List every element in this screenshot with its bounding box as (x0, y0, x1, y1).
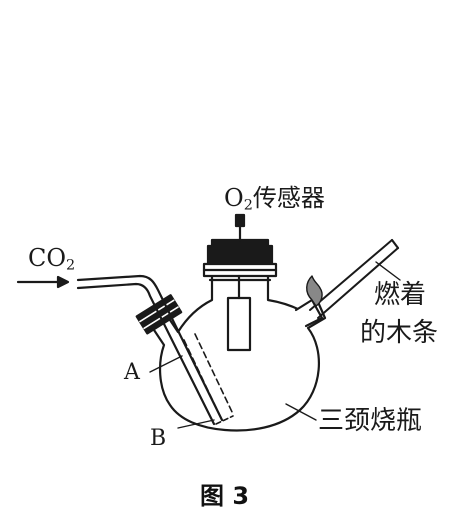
co2-arrow-head (56, 275, 70, 289)
flask-label: 三颈烧瓶 (318, 406, 423, 436)
o2-sub: 2 (243, 197, 253, 214)
leader-a (149, 355, 183, 373)
flame-icon (306, 275, 323, 307)
co2-sub: 2 (66, 257, 76, 274)
o2-sensor-label: O2传感器 (224, 186, 325, 213)
point-b-label: B (150, 426, 167, 451)
o2-main: O (224, 184, 244, 212)
co2-label: CO2 (28, 246, 75, 273)
leader-b (177, 419, 215, 429)
sensor-text: 传感器 (252, 184, 325, 212)
co2-main: CO (28, 244, 67, 272)
dashed-tube (183, 333, 234, 421)
burning-stick (309, 239, 399, 319)
point-a-label: A (124, 360, 140, 385)
stick-label-line1: 燃着 (374, 280, 427, 310)
sensor-probe (226, 296, 252, 352)
figure-caption: 图 3 (200, 482, 250, 510)
co2-inlet-tube (76, 274, 224, 422)
leader-flask (285, 403, 317, 421)
sensor-cable (234, 213, 246, 242)
leader-stick (375, 261, 401, 281)
stick-label-line2: 的木条 (360, 318, 439, 348)
